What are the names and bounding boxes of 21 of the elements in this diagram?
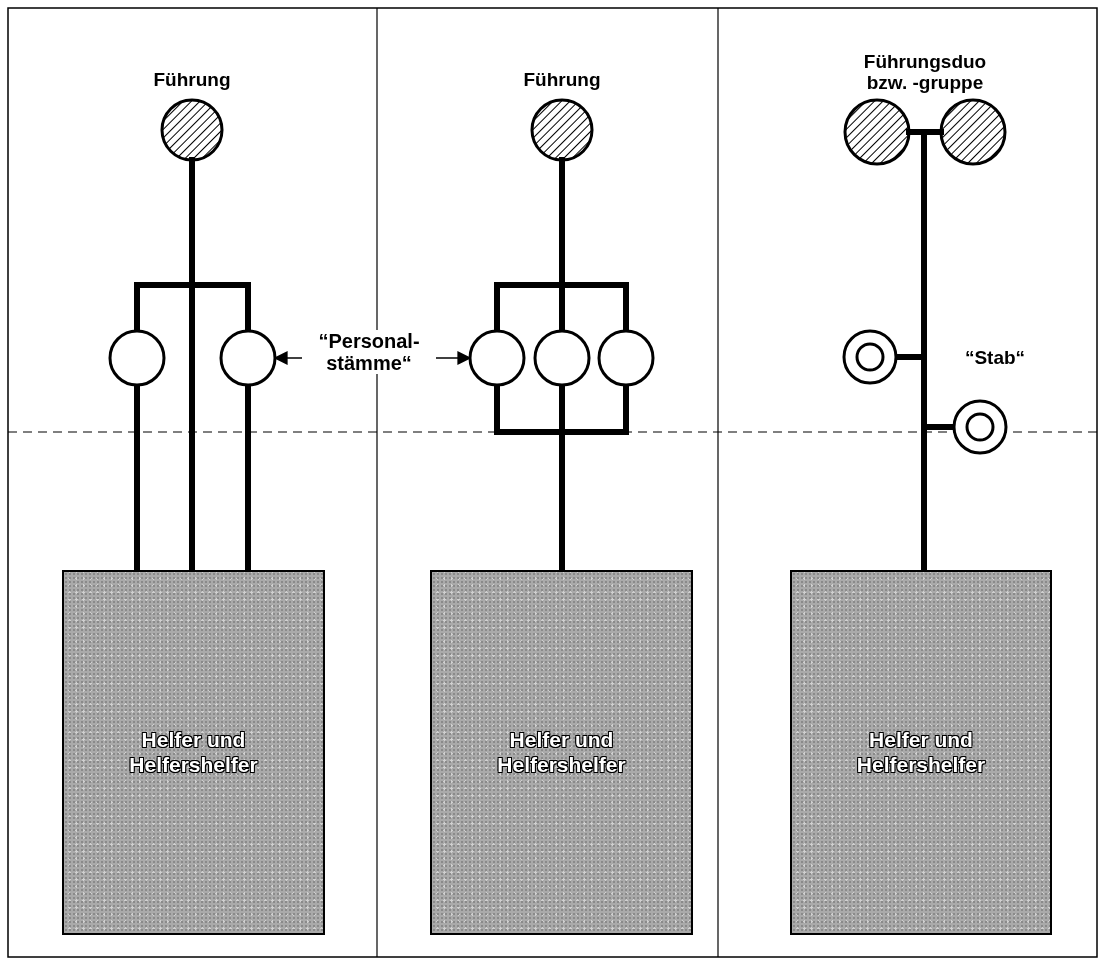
hatched-circle [843,98,911,166]
circle [219,329,277,387]
arrow [273,351,303,365]
group-box [62,570,325,935]
double-circle [842,329,898,385]
group-box [430,570,693,935]
group-label: “Stab“ [963,348,1027,369]
box-label: Helfer und Helfershelfer [128,728,259,777]
circle [108,329,166,387]
heading: Führung [522,70,602,91]
heading: Führung [152,70,232,91]
callout-text: “Personal- stämme“ [302,330,436,374]
double-circle [952,399,1008,455]
hatched-circle [939,98,1007,166]
box-label: Helfer und Helfershelfer [855,728,987,777]
group-box [790,570,1052,935]
box-label: Helfer und Helfershelfer [496,728,627,777]
circle [533,329,591,387]
heading: Führungsduo bzw. -gruppe [862,52,988,94]
circle [597,329,655,387]
circle [468,329,526,387]
